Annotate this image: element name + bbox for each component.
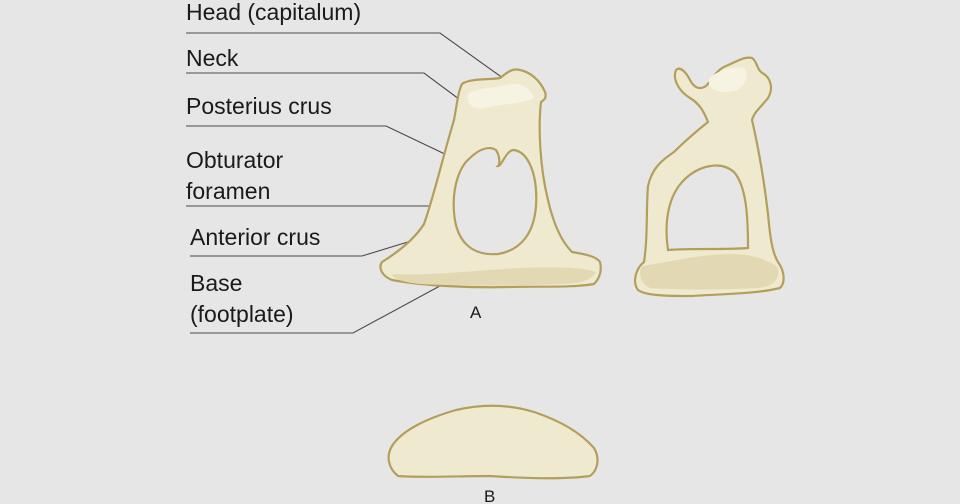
view-sublabels: A B — [470, 303, 495, 504]
callout-labels: Head (capitalum) Neck Posterius crus Obt… — [186, 0, 361, 327]
footplate-view-b — [387, 404, 599, 480]
label-posterius-crus: Posterius crus — [186, 93, 332, 119]
leader-lines — [186, 32, 543, 334]
stapes-side-head-highlight — [708, 67, 747, 93]
label-base-line2: (footplate) — [190, 301, 294, 327]
stapes-a-base-shade — [392, 267, 596, 286]
stapes-side-base-shade — [640, 254, 779, 290]
leader-head — [186, 32, 515, 87]
label-obturator-line2: foramen — [186, 178, 270, 204]
label-anterior-crus: Anterior crus — [190, 224, 320, 250]
sublabel-b: B — [484, 487, 495, 504]
leader-posterius-crus — [186, 125, 450, 157]
stapes-a-highlight — [467, 83, 534, 109]
leader-base — [190, 267, 474, 334]
stapes-view-side — [634, 56, 785, 298]
side-arch-opening — [665, 164, 750, 252]
footplate-b-shape — [387, 404, 599, 480]
label-head: Head (capitalum) — [186, 0, 361, 25]
leader-neck — [186, 72, 472, 109]
label-obturator-line1: Obturator — [186, 147, 283, 173]
sublabel-a: A — [470, 303, 482, 322]
label-base-line1: Base — [190, 270, 242, 296]
label-neck: Neck — [186, 45, 239, 71]
obturator-foramen-shape — [452, 147, 538, 256]
stapes-view-a — [379, 68, 602, 289]
